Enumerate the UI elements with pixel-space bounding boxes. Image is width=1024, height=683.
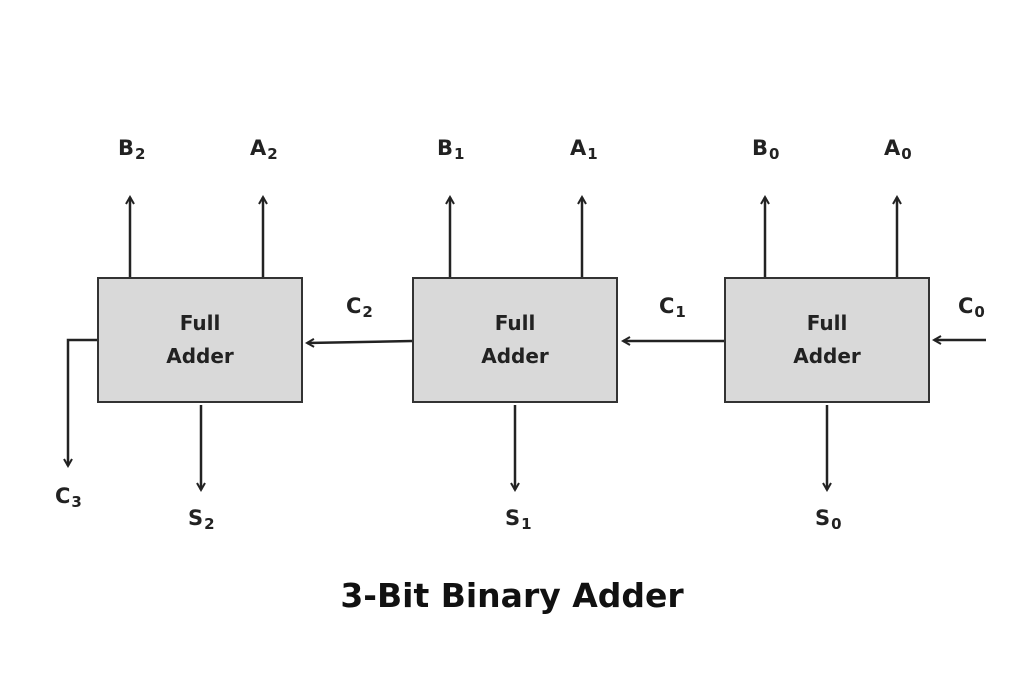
label-a1: A1 (570, 136, 598, 163)
block-label-line1: Full (494, 311, 536, 335)
label-b0: B0 (752, 136, 780, 163)
label-a2: A2 (250, 136, 278, 163)
label-s2: S2 (188, 506, 215, 533)
label-s1: S1 (505, 506, 532, 533)
block-label-line1: Full (806, 311, 848, 335)
label-b2: B2 (118, 136, 146, 163)
label-s0: S0 (815, 506, 842, 533)
block-label-line2: Adder (793, 344, 861, 368)
wire-c2 (307, 341, 413, 343)
diagram-title: 3-Bit Binary Adder (340, 576, 684, 615)
full-adder-block-0: Full Adder (724, 277, 930, 403)
full-adder-block-1: Full Adder (412, 277, 618, 403)
block-label-line1: Full (179, 311, 221, 335)
label-c3: C3 (55, 484, 82, 511)
wire-c3 (68, 338, 97, 466)
label-b1: B1 (437, 136, 465, 163)
label-a0: A0 (884, 136, 912, 163)
block-label-line2: Adder (481, 344, 549, 368)
full-adder-block-2: Full Adder (97, 277, 303, 403)
block-label-line2: Adder (166, 344, 234, 368)
label-c1: C1 (659, 294, 686, 321)
label-c0: C0 (958, 294, 985, 321)
label-c2: C2 (346, 294, 373, 321)
